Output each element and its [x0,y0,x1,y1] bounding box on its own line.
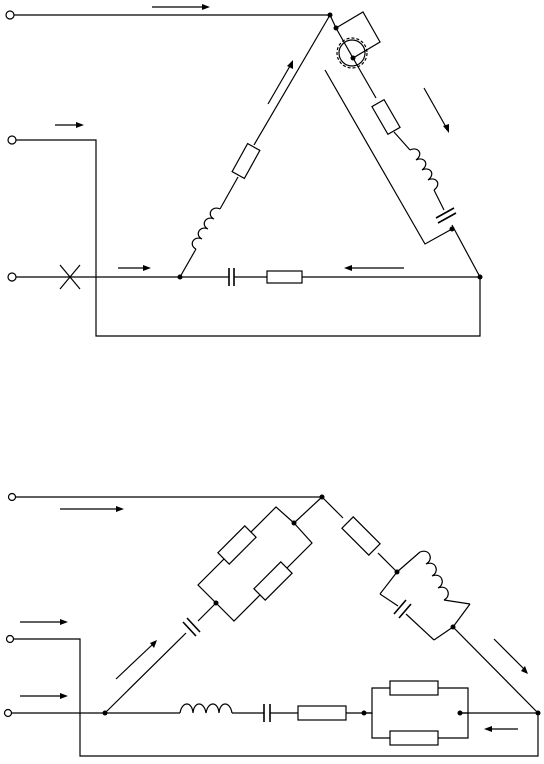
b-right-wire-b [377,552,398,573]
b-resistor-rpar-a [389,680,439,696]
right-wire-d [433,189,445,211]
arrow-head-bottom [344,265,352,271]
meter-dashed-circle [336,37,368,69]
b-inductor-bottom [179,703,233,714]
b-arrow-head-3 [60,693,68,699]
b-rpar-lower-path [364,712,469,739]
right-branch [324,11,481,278]
terminal-3 [7,272,17,282]
b-par-inner-path [215,522,313,622]
b-resistor-bottom [297,705,347,721]
inductor-right [409,148,439,191]
b-bottom-branch [105,680,538,746]
b-arrow-head-left [150,640,157,648]
right-wire-b [352,57,377,99]
bottom-arrows [20,506,528,732]
right-wire-e [451,224,481,278]
b-par-outer-path [197,506,295,604]
arrow-head-left [287,60,293,69]
left-wire-a [179,248,197,278]
b-lc-wire-f [405,613,435,641]
terminal-b3 [3,708,13,718]
right-wire-c [393,131,411,151]
b-right-wire-c [452,626,539,714]
resistor-right [371,98,401,136]
b-right-wire-a [321,496,344,519]
b-lc-wire-b [443,599,471,605]
break-mark-b [59,264,81,290]
b-arrow-head-right [521,666,528,674]
left-branch [179,14,331,278]
top-arrows [55,4,449,271]
arrow-head-3 [143,265,151,271]
line-b2-wire [14,638,539,757]
arrow-head-2 [76,122,84,128]
arrow-line-left [267,65,291,105]
terminal-b2 [5,634,15,644]
bottom-circuit [3,492,541,757]
b-resistor-rpar-b [389,730,439,746]
b-lc-wire-d [379,571,398,595]
b-lc-wire-g [433,626,454,641]
meter-circle [338,39,366,67]
resistor-bottom [266,270,303,284]
inductor-left [191,207,221,250]
b-arrow-line-left [115,644,153,680]
b-left-wire-c [293,496,323,524]
b-resistor-par-b [253,561,293,601]
b-left-wire-a [104,632,187,714]
b-cap-right-plate-b [398,603,412,619]
arrow-head-1 [202,4,210,10]
terminal-2 [7,135,17,145]
b-arrow-head-2 [60,619,68,625]
node-meter-top [333,25,339,31]
b-lc-wire-a [396,551,421,573]
meter-box [335,11,381,59]
b-resistor-par-a [217,525,257,565]
arrow-head-right [443,124,449,133]
left-wire-c [253,14,331,146]
arrow-line-right [423,87,447,128]
terminal-b1 [7,492,17,502]
b-left-wire-b [197,602,217,622]
b-arrow-line-right [493,638,525,670]
b-lc-wire-c [452,603,471,628]
b-right-branch [321,496,541,716]
b-arrow-head-1 [116,506,124,512]
b-arrow-head-bottom [484,726,492,732]
b-left-branch [104,496,323,714]
line-2-wire [16,139,481,337]
right-parallel-wire [324,69,453,245]
b-lc-wire-e [379,593,399,607]
b-resistor-right [341,516,381,556]
top-circuit [5,4,483,337]
b-cap-left-plate-a [182,621,197,637]
b-cap-left-plate-b [186,617,201,633]
capacitor-right-plate-a [435,207,455,219]
b-cap-right-plate-a [393,599,407,615]
capacitor-right-plate-b [437,212,457,224]
terminal-1 [5,10,15,20]
b-inductor-right [419,550,449,601]
resistor-left [231,142,261,180]
left-wire-b [219,176,239,210]
